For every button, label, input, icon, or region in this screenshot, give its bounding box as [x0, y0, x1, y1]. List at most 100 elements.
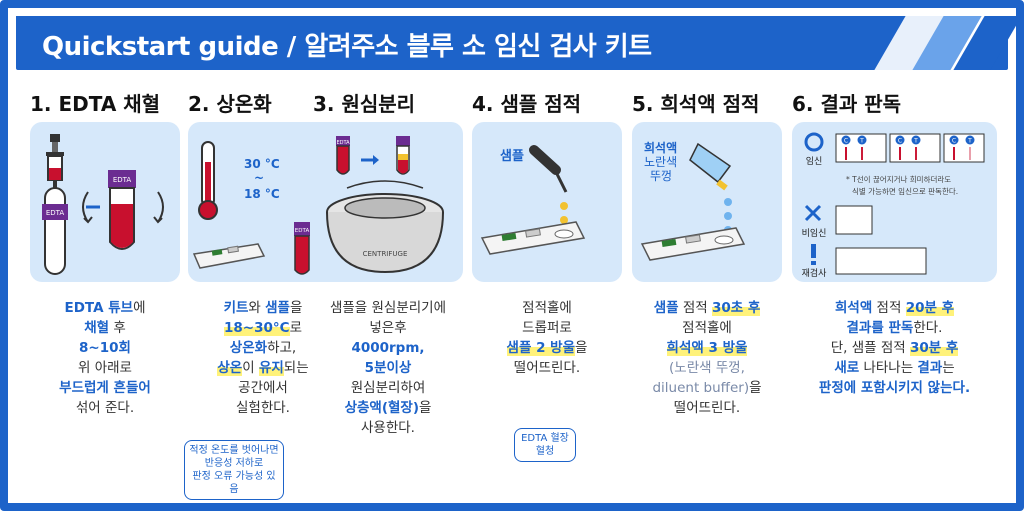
retest-label: 재검사 — [802, 267, 828, 279]
test-line — [915, 147, 917, 160]
blood-draw-icon: EDTA EDTA — [42, 134, 164, 275]
temperature-warning-note: 적정 온도를 벗어나면 반응성 저하로 판정 오류 가능성 있음 — [184, 440, 284, 500]
desc-text: (노란색 뚜껑, — [669, 360, 745, 376]
dropper-icon: 샘플 — [480, 145, 586, 255]
diluent-bottle-icon: 희석액 노란색 뚜껑 — [640, 140, 746, 261]
diluent-label: 뚜껑 — [650, 169, 672, 183]
desc-text: 18~30°C — [224, 320, 290, 336]
desc-text: 와 — [248, 300, 266, 316]
desc-text: 샘플 — [653, 300, 679, 316]
desc-text: 공간에서 — [238, 380, 288, 396]
desc-text: 을 — [419, 400, 432, 416]
desc-text: 단, 샘플 점적 — [830, 340, 910, 356]
desc-text: 20분 후 — [905, 300, 955, 316]
desc-text: 점적홀에 — [682, 320, 732, 336]
desc-text: 을 — [575, 340, 588, 356]
desc-text: 이 — [242, 360, 259, 376]
test-line — [953, 147, 955, 160]
desc-text: 상온 — [217, 360, 243, 376]
desc-text: 판정에 포함시키지 않는다. — [818, 380, 971, 396]
retest-icon — [811, 244, 816, 258]
step-3-illustration: EDTA CENTRIFUGE — [313, 122, 463, 282]
result-note: * T선이 끊어지거나 희미하더라도 — [846, 174, 951, 184]
desc-text: 유지 — [258, 360, 284, 376]
desc-text: 샘플 2 방울 — [506, 340, 576, 356]
desc-text: 한다. — [913, 320, 943, 336]
desc-text: 결과를 판독 — [846, 320, 914, 336]
desc-text: 희석액 3 방울 — [666, 340, 748, 356]
retest-strip — [835, 247, 927, 275]
desc-text: 을 — [749, 380, 762, 396]
desc-text: diluent buffer) — [652, 380, 750, 396]
step-title: 1. EDTA 채혈 — [30, 92, 161, 116]
desc-text: 하고, — [267, 340, 297, 356]
ct-label: C — [844, 138, 848, 145]
temp-high: 30 °C — [244, 157, 280, 171]
desc-text: 섞어 준다. — [75, 400, 135, 416]
desc-text: 원심분리하여 — [350, 380, 426, 396]
negative-strip — [835, 205, 873, 235]
header-bar: Quickstart guide / 알려주소 블루 소 임신 검사 키트 — [16, 16, 1008, 70]
step-1: 1. EDTA 채혈 EDTA EDTA ED — [30, 88, 180, 498]
step-title: 5. 희석액 점적 — [632, 92, 760, 116]
ct-label: T — [913, 138, 918, 145]
note-line: 혈청 — [535, 446, 555, 457]
note-line: 반응성 저하로 — [204, 458, 264, 469]
desc-text: 상층액(혈장) — [344, 400, 420, 416]
desc-text: 점적홀에 — [522, 300, 572, 316]
ct-label: T — [859, 138, 864, 145]
desc-text: 떨어뜨린다. — [513, 360, 581, 376]
desc-text: 드롭퍼로 — [522, 320, 572, 336]
centrifuge-icon: EDTA CENTRIFUGE — [326, 136, 444, 274]
desc-text: 샘플을 원심분리기에 — [329, 300, 447, 316]
desc-text: 30분 후 — [909, 340, 959, 356]
test-line — [845, 147, 847, 160]
step-6-illustration: 임신 CTCTCTCTCTCT * T선이 끊어지거나 희미하더라도 식별 가능… — [792, 122, 997, 282]
step-5-illustration: 희석액 노란색 뚜껑 — [632, 122, 782, 282]
tube-label: EDTA — [295, 228, 310, 234]
sample-label: 샘플 — [500, 148, 524, 164]
positive-icon — [804, 132, 824, 152]
thermometer-icon: 30 °C ~ 18 °C EDTA — [192, 141, 310, 275]
test-line — [861, 147, 863, 160]
desc-text: 새로 — [834, 360, 860, 376]
step-title: 4. 샘플 점적 — [472, 92, 582, 116]
result-chart: 임신 CTCTCTCTCTCT * T선이 끊어지거나 희미하더라도 식별 가능… — [802, 132, 985, 279]
desc-text: 위 아래로 — [78, 360, 132, 376]
step-1-illustration: EDTA EDTA — [30, 122, 180, 282]
desc-text: 결과 — [917, 360, 943, 376]
desc-text: 는 — [942, 360, 955, 376]
desc-text: 실험한다. — [236, 400, 290, 416]
desc-text: 부드럽게 흔들어 — [59, 380, 151, 396]
note-line: 판정 오류 가능성 있음 — [192, 471, 276, 495]
desc-text: EDTA 튜브 — [64, 300, 134, 316]
desc-text: 넣은후 — [369, 320, 407, 336]
positive-label: 임신 — [806, 155, 823, 167]
tube-label: EDTA — [336, 140, 350, 146]
diluent-label: 희석액 — [644, 140, 677, 155]
desc-text: 키트 — [223, 300, 249, 316]
step-title: 2. 상온화 — [188, 92, 272, 116]
desc-text: 상온화 — [229, 340, 268, 356]
desc-text: 점적 — [872, 300, 906, 316]
sample-type-note: EDTA 혈장 혈청 — [514, 428, 576, 462]
result-note: 식별 가능하면 임신으로 판독한다. — [852, 186, 958, 196]
desc-text: 4000rpm, — [351, 340, 425, 356]
diluent-label: 노란색 — [644, 155, 677, 169]
ct-label: C — [952, 138, 956, 145]
negative-icon — [804, 204, 822, 222]
tube-label: EDTA — [46, 209, 65, 217]
desc-text: 희석액 — [834, 300, 873, 316]
step-4-illustration: 샘플 — [472, 122, 622, 282]
desc-text: 을 — [289, 300, 303, 316]
desc-text: 사용한다. — [361, 420, 415, 436]
centrifuge-label: CENTRIFUGE — [363, 250, 408, 258]
ct-label: C — [898, 138, 902, 145]
note-line: 적정 온도를 벗어나면 — [189, 445, 279, 456]
